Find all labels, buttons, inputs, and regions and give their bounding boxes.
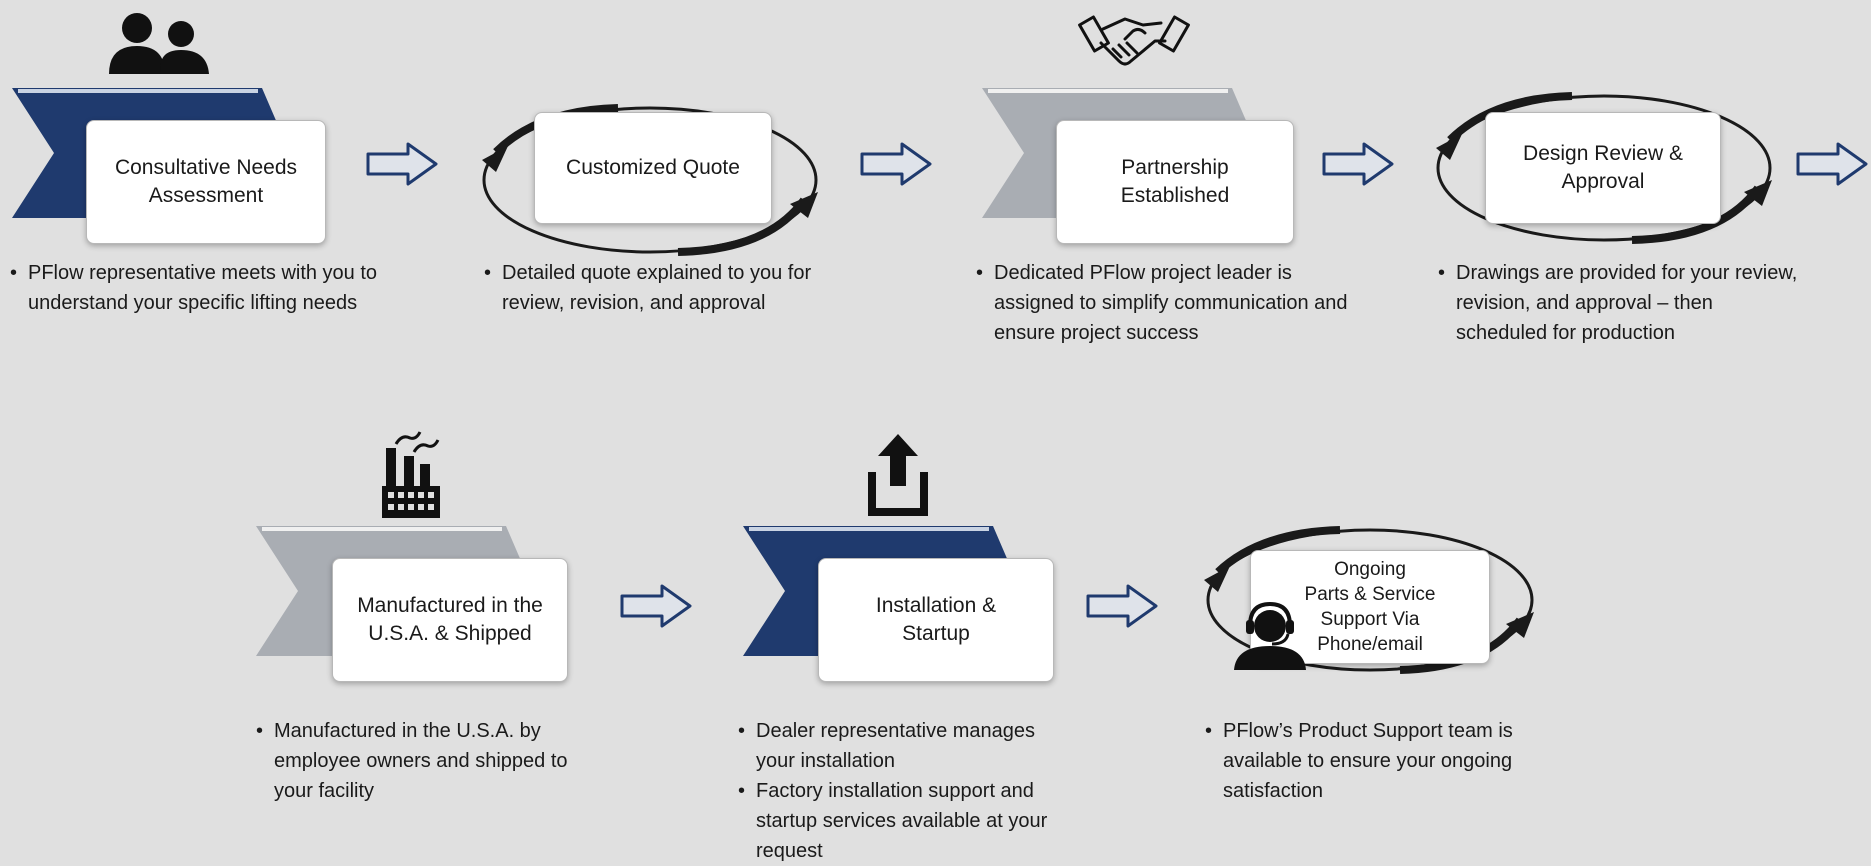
flow-arrow-3 xyxy=(1322,142,1394,186)
step-6-box: Installation & Startup xyxy=(818,558,1054,682)
step-7-box: Ongoing Parts & Service Support Via Phon… xyxy=(1250,550,1490,664)
step-7-bullet-1: PFlow’s Product Support team is availabl… xyxy=(1203,716,1573,806)
step-6-bullet-1: Dealer representative manages your insta… xyxy=(736,716,1076,776)
step-3-box: Partnership Established xyxy=(1056,120,1294,244)
step-3-bullet-1: Dedicated PFlow project leader is assign… xyxy=(974,258,1374,348)
flow-arrow-6 xyxy=(1086,584,1158,628)
step-6-bullets: Dealer representative manages your insta… xyxy=(736,716,1076,866)
step-6-bullet-2: Factory installation support and startup… xyxy=(736,776,1076,866)
step-5-box: Manufactured in the U.S.A. & Shipped xyxy=(332,558,568,682)
cycle-arrows-icon xyxy=(482,104,818,256)
step-4-bullets: Drawings are provided for your review, r… xyxy=(1436,258,1808,348)
headset-support-icon xyxy=(1234,601,1306,670)
handshake-icon xyxy=(1078,15,1190,66)
flow-arrow-1 xyxy=(366,142,438,186)
step-2-bullets: Detailed quote explained to you for revi… xyxy=(482,258,812,318)
step-1-bullets: PFlow representative meets with you to u… xyxy=(8,258,378,318)
step-7-title: Ongoing Parts & Service Support Via Phon… xyxy=(1304,559,1436,655)
factory-icon xyxy=(382,431,440,518)
step-6-title: Installation & Startup xyxy=(875,594,997,645)
step-3-bullets: Dedicated PFlow project leader is assign… xyxy=(974,258,1374,348)
step-4-bullet-1: Drawings are provided for your review, r… xyxy=(1436,258,1808,348)
flow-arrow-4 xyxy=(1796,142,1868,186)
people-icon xyxy=(109,13,209,74)
step-1-box: Consultative Needs Assessment xyxy=(86,120,326,244)
flow-arrow-5 xyxy=(620,584,692,628)
step-4-title: Design Review & Approval xyxy=(1523,142,1683,193)
flow-arrow-2 xyxy=(860,142,932,186)
step-4-box: Design Review & Approval xyxy=(1485,112,1721,224)
step-3-title: Partnership Established xyxy=(1120,156,1230,207)
step-1-bullet-1: PFlow representative meets with you to u… xyxy=(8,258,378,318)
step-7-bullets: PFlow’s Product Support team is availabl… xyxy=(1203,716,1573,806)
cycle-arrows-icon xyxy=(1436,92,1772,244)
step-5-bullet-1: Manufactured in the U.S.A. by employee o… xyxy=(254,716,594,806)
step-2-box: Customized Quote xyxy=(534,112,772,224)
step-2-bullet-1: Detailed quote explained to you for revi… xyxy=(482,258,812,318)
step-5-bullets: Manufactured in the U.S.A. by employee o… xyxy=(254,716,594,806)
share-upload-icon xyxy=(868,434,928,516)
step-2-title: Customized Quote xyxy=(566,156,740,179)
step-5-title: Manufactured in the U.S.A. & Shipped xyxy=(357,594,543,645)
step-1-title: Consultative Needs Assessment xyxy=(114,156,298,207)
